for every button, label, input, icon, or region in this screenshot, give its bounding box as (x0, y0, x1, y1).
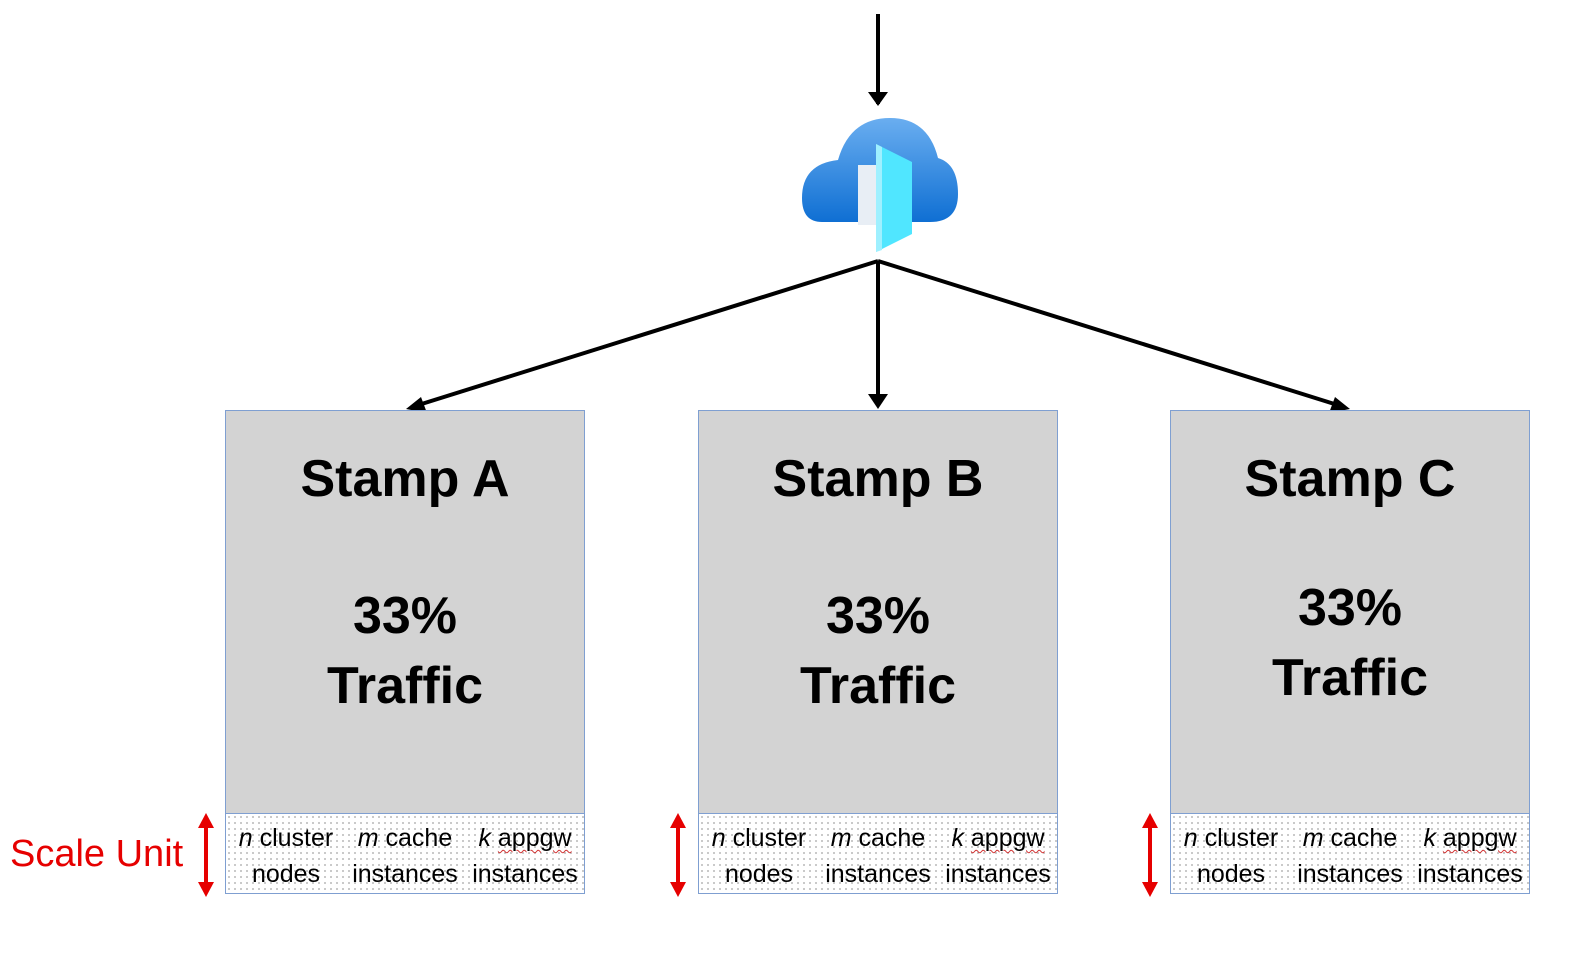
stamp-b-title: Stamp B (772, 450, 984, 508)
scale-arrow-b (670, 813, 686, 897)
stamp-b-traffic-word: Traffic (799, 657, 957, 715)
stamp-b-box: Stamp B 33% Traffic (698, 410, 1058, 814)
stamp-a-title: Stamp A (300, 450, 510, 508)
stamp-c-traffic-pct: 33% (1297, 579, 1403, 637)
stamp-c-title: Stamp C (1244, 450, 1456, 508)
scale-arrow-c (1142, 813, 1158, 897)
stamp-c-traffic: 33% Traffic (1171, 573, 1529, 713)
stamp-c-traffic-word: Traffic (1271, 649, 1429, 707)
incoming-arrowhead (868, 92, 888, 106)
stamp-a-traffic: 33% Traffic (226, 581, 584, 721)
arrowhead-stamp-c (1329, 397, 1350, 413)
stamp-a-traffic-word: Traffic (326, 657, 484, 715)
scale-unit-cluster-nodes: n cluster nodes (1183, 824, 1279, 888)
arrowhead-stamp-b (868, 394, 888, 409)
stamp-a-box: Stamp A 33% Traffic (225, 410, 585, 814)
scale-unit-cluster-nodes: n cluster nodes (238, 824, 334, 888)
stamp-b-scale-unit: n cluster nodes m cache instances k appg… (698, 814, 1058, 894)
scale-unit-cache-instances: m cache instances (1297, 824, 1403, 888)
stamp-b-traffic-pct: 33% (825, 587, 931, 645)
scale-unit-appgw-instances: k appgw instances (1417, 824, 1523, 888)
stamp-a-traffic-pct: 33% (352, 587, 458, 645)
stamp-a-scale-unit: n cluster nodes m cache instances k appg… (225, 814, 585, 894)
arrow-to-stamp-a (411, 259, 879, 409)
scale-unit-appgw-instances: k appgw instances (945, 824, 1051, 888)
scale-arrow-a (198, 813, 214, 897)
stamp-c-scale-unit: n cluster nodes m cache instances k appg… (1170, 814, 1530, 894)
azure-front-door-icon (802, 118, 958, 252)
stamp-c-box: Stamp C 33% Traffic (1170, 410, 1530, 814)
arrowhead-stamp-a (406, 397, 427, 413)
scale-unit-label: Scale Unit (10, 833, 184, 875)
scale-unit-cache-instances: m cache instances (825, 824, 931, 888)
scale-unit-appgw-instances: k appgw instances (472, 824, 578, 888)
scale-unit-cache-instances: m cache instances (352, 824, 458, 888)
scale-unit-cluster-nodes: n cluster nodes (711, 824, 807, 888)
arrow-to-stamp-c (877, 259, 1345, 409)
stamp-b-traffic: 33% Traffic (699, 581, 1057, 721)
